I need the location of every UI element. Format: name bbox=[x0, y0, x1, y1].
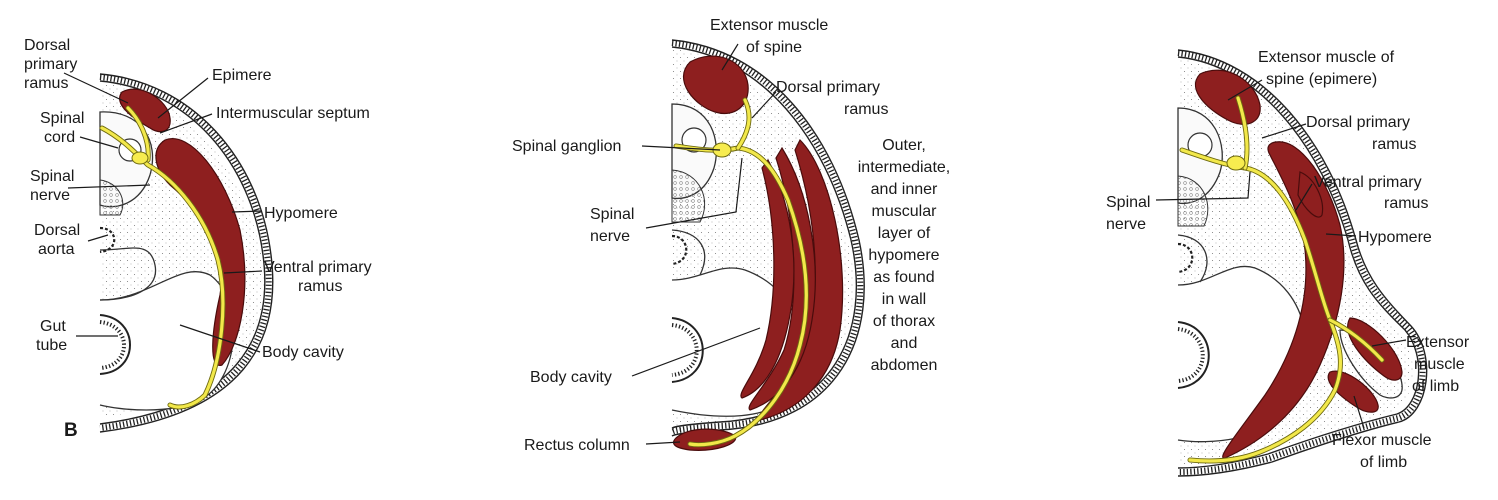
label-flexor-limb-2: of limb bbox=[1360, 454, 1407, 471]
label-extensor-muscle-middle-1: Extensor muscle bbox=[710, 17, 828, 34]
label-extensor-limb-3: of limb bbox=[1412, 378, 1459, 395]
label-dorsal-primary-ramus-right-2: ramus bbox=[1372, 136, 1416, 153]
svg-text:and: and bbox=[891, 335, 918, 352]
svg-text:Outer,: Outer, bbox=[882, 137, 926, 154]
dorsal-aorta-left bbox=[99, 226, 116, 254]
label-hypomere-right: Hypomere bbox=[1358, 229, 1432, 246]
label-dorsal-primary-ramus-right-1: Dorsal primary bbox=[1306, 114, 1410, 131]
label-body-cavity-middle: Body cavity bbox=[530, 369, 612, 386]
label-extensor-spine-right-2: spine (epimere) bbox=[1266, 71, 1377, 88]
inner-layer-muscle bbox=[740, 158, 795, 399]
label-gut-tube-1: Gut bbox=[40, 318, 66, 335]
svg-text:layer of: layer of bbox=[878, 225, 931, 242]
label-extensor-limb-1: Extensor bbox=[1406, 334, 1470, 351]
svg-text:hypomere: hypomere bbox=[868, 247, 939, 264]
dorsal-ramus-left bbox=[126, 106, 150, 162]
label-hypomere-left: Hypomere bbox=[264, 205, 338, 222]
label-dorsal-primary-ramus-left-2: primary bbox=[24, 56, 77, 73]
label-flexor-limb-1: Flexor muscle bbox=[1332, 432, 1432, 449]
extensor-limb-muscle bbox=[1347, 317, 1403, 381]
panel-middle: Extensor muscle of spine Dorsal primary … bbox=[512, 17, 950, 454]
label-spinal-nerve-left-2: nerve bbox=[30, 187, 70, 204]
svg-text:as found: as found bbox=[873, 269, 934, 286]
label-ventral-primary-ramus-left-2: ramus bbox=[298, 278, 342, 295]
label-spinal-nerve-middle-2: nerve bbox=[590, 228, 630, 245]
label-ventral-primary-ramus-right-1: Ventral primary bbox=[1314, 174, 1422, 191]
label-extensor-spine-right-1: Extensor muscle of bbox=[1258, 49, 1395, 66]
svg-text:abdomen: abdomen bbox=[871, 357, 938, 374]
label-spinal-nerve-left-1: Spinal bbox=[30, 168, 74, 185]
panel-right: Extensor muscle of spine (epimere) Dorsa… bbox=[1106, 49, 1470, 477]
label-spinal-cord-1: Spinal bbox=[40, 110, 84, 127]
spinal-ganglion-right bbox=[1226, 155, 1246, 171]
hypomere-muscle-right bbox=[1222, 141, 1345, 459]
gut-tube-right bbox=[1177, 321, 1210, 389]
gut-tube-left bbox=[99, 314, 131, 375]
dorsal-ramus-middle bbox=[736, 98, 751, 150]
label-dorsal-aorta-1: Dorsal bbox=[34, 222, 80, 239]
panel-letter: B bbox=[64, 420, 78, 441]
label-dorsal-primary-ramus-left-3: ramus bbox=[24, 75, 68, 92]
label-extensor-muscle-middle-2: of spine bbox=[746, 39, 802, 56]
label-dorsal-primary-ramus-middle-2: ramus bbox=[844, 101, 888, 118]
label-spinal-ganglion: Spinal ganglion bbox=[512, 138, 621, 155]
svg-text:of thorax: of thorax bbox=[873, 313, 935, 330]
label-gut-tube-2: tube bbox=[36, 337, 67, 354]
label-dorsal-aorta-2: aorta bbox=[38, 241, 75, 258]
label-spinal-cord-2: cord bbox=[44, 129, 75, 146]
svg-text:muscular: muscular bbox=[872, 203, 938, 220]
svg-text:in wall: in wall bbox=[882, 291, 926, 308]
label-rectus-column: Rectus column bbox=[524, 437, 630, 454]
label-dorsal-primary-ramus-middle-1: Dorsal primary bbox=[776, 79, 880, 96]
label-ventral-primary-ramus-right-2: ramus bbox=[1384, 195, 1428, 212]
label-spinal-nerve-right-1: Spinal bbox=[1106, 194, 1150, 211]
spinal-ganglion-left bbox=[131, 151, 149, 165]
epimere-muscle-left bbox=[119, 88, 171, 133]
svg-text:and inner: and inner bbox=[871, 181, 938, 198]
label-dorsal-primary-ramus-left-1: Dorsal bbox=[24, 37, 70, 54]
label-intermuscular-septum: Intermuscular septum bbox=[216, 105, 370, 122]
label-epimere: Epimere bbox=[212, 67, 272, 84]
panel-left: Dorsal primary ramus Epimere Intermuscul… bbox=[24, 37, 372, 441]
extensor-spine-muscle-middle bbox=[683, 55, 749, 114]
label-hypomere-layers: Outer, intermediate, and inner muscular … bbox=[858, 137, 951, 374]
label-extensor-limb-2: muscle bbox=[1414, 356, 1465, 373]
label-ventral-primary-ramus-left-1: Ventral primary bbox=[264, 259, 372, 276]
dorsal-ramus-right bbox=[1236, 96, 1249, 170]
svg-text:intermediate,: intermediate, bbox=[858, 159, 951, 176]
label-spinal-nerve-middle-1: Spinal bbox=[590, 206, 634, 223]
label-spinal-nerve-right-2: nerve bbox=[1106, 216, 1146, 233]
body-wall-right bbox=[1177, 50, 1426, 475]
label-body-cavity-left: Body cavity bbox=[262, 344, 344, 361]
